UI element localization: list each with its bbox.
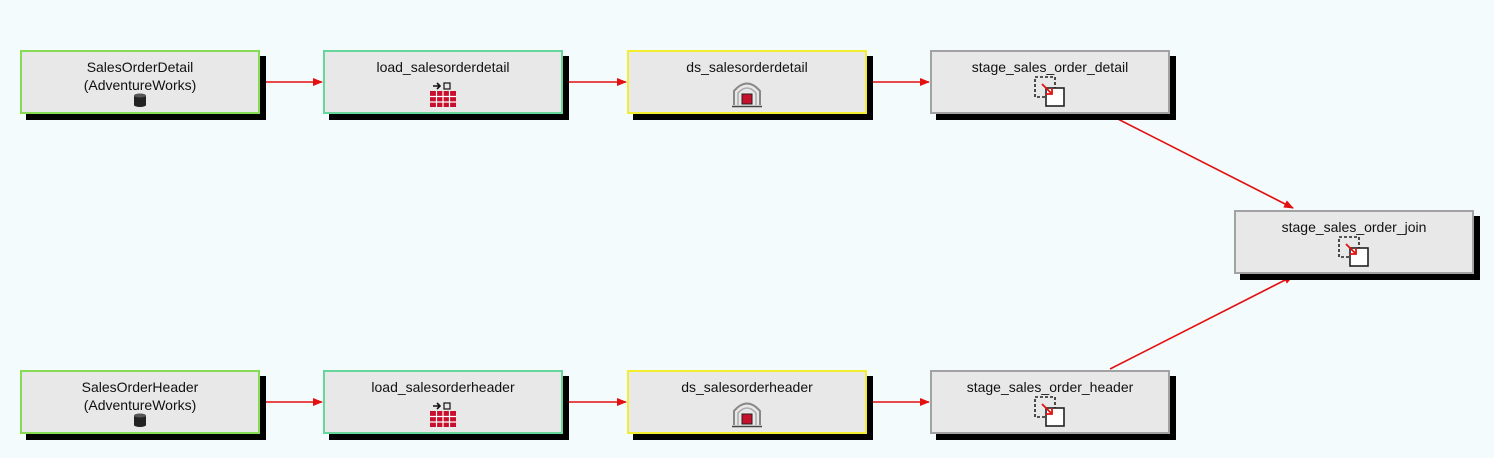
node-label: ds_salesorderdetail <box>686 59 808 75</box>
node-load-salesorderheader[interactable]: load_salesorderheader <box>323 370 563 434</box>
node-ds-salesorderdetail[interactable]: ds_salesorderdetail <box>627 50 867 114</box>
database-icon <box>134 93 146 107</box>
node-label: stage_sales_order_detail <box>971 59 1129 75</box>
edge-soh-stage-to-join <box>1109 275 1294 370</box>
load-table-icon <box>430 402 456 427</box>
stage-icon <box>1034 396 1065 427</box>
datastore-icon <box>732 82 762 108</box>
node-ds-salesorderheader[interactable]: ds_salesorderheader <box>627 370 867 434</box>
node-label: load_salesorderdetail <box>376 59 510 75</box>
node-label: SalesOrderDetail (AdventureWorks) <box>83 59 197 93</box>
edge-sod-stage-to-join <box>1109 114 1294 209</box>
stage-icon <box>1034 76 1065 107</box>
node-label: stage_sales_order_join <box>1281 219 1427 235</box>
database-icon <box>134 413 146 427</box>
node-load-salesorderdetail[interactable]: load_salesorderdetail <box>323 50 563 114</box>
node-label: load_salesorderheader <box>371 379 515 395</box>
node-stage-sales-order-header[interactable]: stage_sales_order_header <box>930 370 1170 434</box>
node-salesorderheader-source[interactable]: SalesOrderHeader (AdventureWorks) <box>20 370 260 434</box>
load-table-icon <box>430 82 456 107</box>
datastore-icon <box>732 402 762 428</box>
node-label: SalesOrderHeader (AdventureWorks) <box>81 379 199 413</box>
node-label: ds_salesorderheader <box>681 379 813 395</box>
stage-icon <box>1338 236 1369 267</box>
node-stage-sales-order-join[interactable]: stage_sales_order_join <box>1234 210 1474 274</box>
node-salesorderdetail-source[interactable]: SalesOrderDetail (AdventureWorks) <box>20 50 260 114</box>
node-stage-sales-order-detail[interactable]: stage_sales_order_detail <box>930 50 1170 114</box>
node-label: stage_sales_order_header <box>966 379 1134 395</box>
